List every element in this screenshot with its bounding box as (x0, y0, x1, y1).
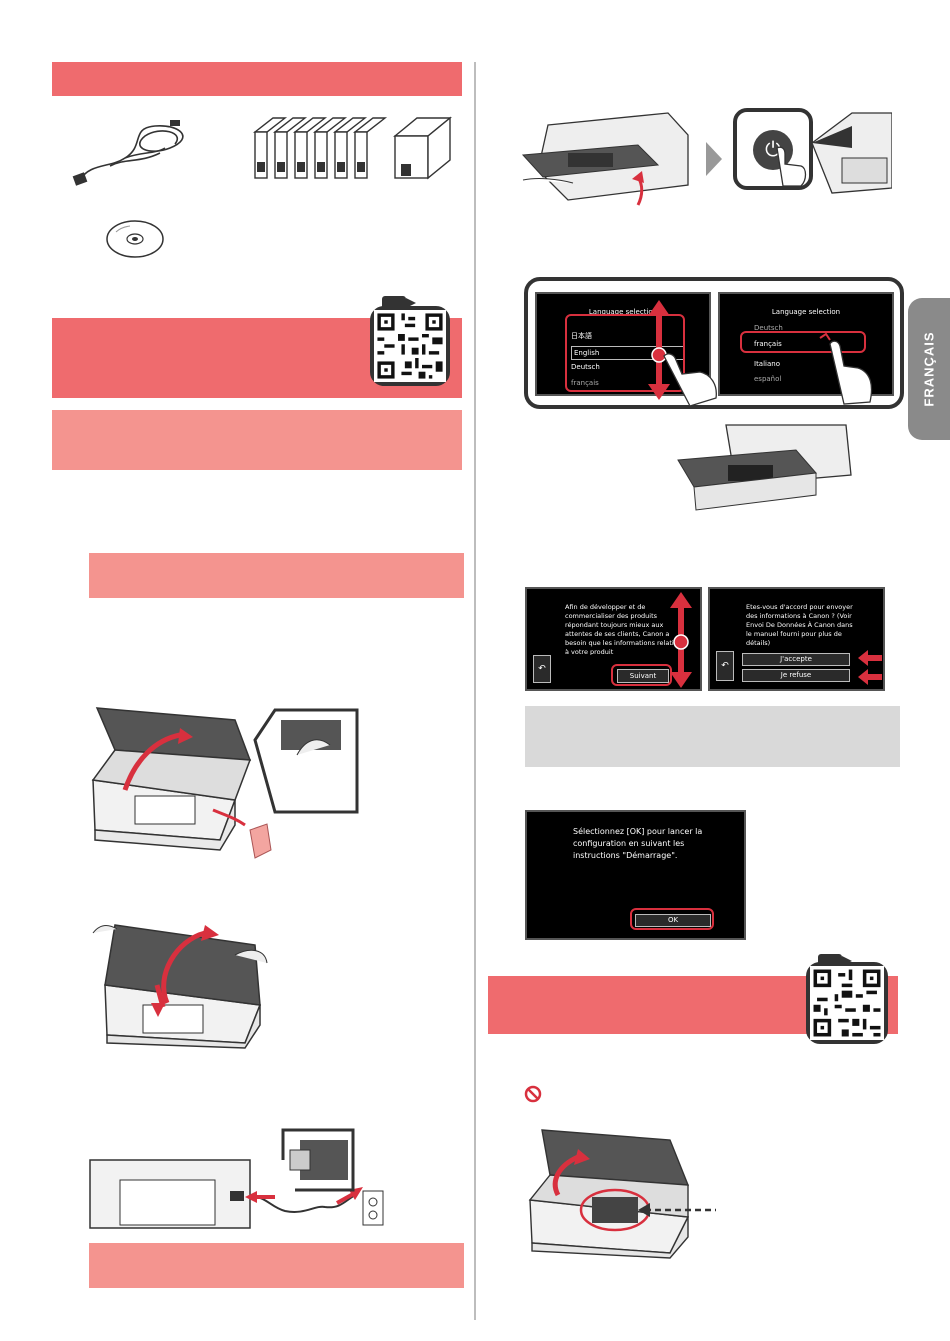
language-side-tab-label: FRANÇAIS (921, 331, 937, 407)
language-option-japanese[interactable]: 日本語 (571, 332, 592, 340)
consent-info-text: Afin de développer et de commercialiser … (565, 603, 685, 655)
note-box-consent (525, 706, 900, 767)
printer-close-cover-illustration (92, 924, 268, 1049)
power-cord-illustration (72, 120, 184, 186)
scroll-highlight-box (565, 314, 685, 392)
consent-question-text: Etes-vous d'accord pour envoyer des info… (746, 603, 853, 647)
ok-button-highlight (630, 908, 714, 930)
qr-code-video-link[interactable] (806, 962, 888, 1044)
language-option-deutsch[interactable]: Deutsch (571, 363, 600, 371)
section-header-step-1 (52, 410, 462, 470)
printer-panel-partial-illustration (812, 112, 892, 194)
printer-open-panel-illustration (521, 112, 689, 206)
selected-language-highlight (740, 331, 866, 353)
language-option-deutsch[interactable]: Deutsch (754, 324, 783, 332)
power-cable-connection-illustration (89, 1128, 384, 1229)
prohibited-icon (524, 1085, 542, 1103)
language-screen-title: Language selection (588, 308, 658, 316)
printer-open-ink-holder-illustration (528, 1129, 716, 1259)
scroll-up-down-arrow-icon (670, 592, 692, 688)
next-button[interactable]: Suivant (617, 669, 669, 683)
cd-rom-illustration (106, 220, 164, 258)
language-side-tab: FRANÇAIS (908, 298, 950, 440)
power-button-zoom: ⏻ (733, 108, 813, 190)
language-screen-title: Language selection (771, 308, 841, 316)
language-option-espanol[interactable]: español (754, 375, 782, 383)
start-setup-message: Sélectionnez [OK] pour lancer la configu… (573, 827, 703, 860)
data-consent-screen-right: Etes-vous d'accord pour envoyer des info… (708, 587, 885, 691)
section-header-box-contents (52, 62, 462, 96)
column-divider (474, 62, 476, 1320)
qr-code-pattern (810, 966, 884, 1040)
qr-code-pattern (374, 310, 446, 382)
start-setup-screen: Sélectionnez [OK] pour lancer la configu… (525, 810, 746, 940)
ink-tanks-illustration (252, 116, 452, 180)
back-button[interactable]: ↶ (533, 655, 551, 683)
back-button[interactable]: ↶ (716, 651, 734, 681)
language-option-italiano[interactable]: Italiano (754, 360, 780, 368)
language-option-francais[interactable]: français (754, 340, 782, 348)
scroll-up-down-arrow-icon (648, 300, 670, 400)
next-button-highlight (611, 664, 672, 686)
finger-press-icon (776, 146, 807, 187)
data-consent-screen-left: Afin de développer et de commercialiser … (525, 587, 702, 691)
hand-tap-icon (819, 332, 873, 405)
note-box-remove-tape (89, 553, 464, 598)
hand-swipe-icon (663, 353, 717, 407)
qr-code-video-link[interactable] (370, 306, 450, 386)
refuse-button[interactable]: Je refuse (742, 669, 850, 682)
language-option-francais[interactable]: français (571, 379, 599, 387)
arrow-right-icon (706, 142, 722, 176)
pointer-arrows-icon (858, 650, 882, 685)
accept-button[interactable]: J'accepte (742, 653, 850, 666)
power-button-icon[interactable]: ⏻ (753, 130, 793, 170)
ok-button[interactable]: OK (635, 914, 711, 927)
note-box-do-not-connect (89, 1243, 464, 1288)
printer-control-panel-illustration (677, 424, 852, 511)
printer-open-remove-tape-illustration (91, 707, 359, 859)
